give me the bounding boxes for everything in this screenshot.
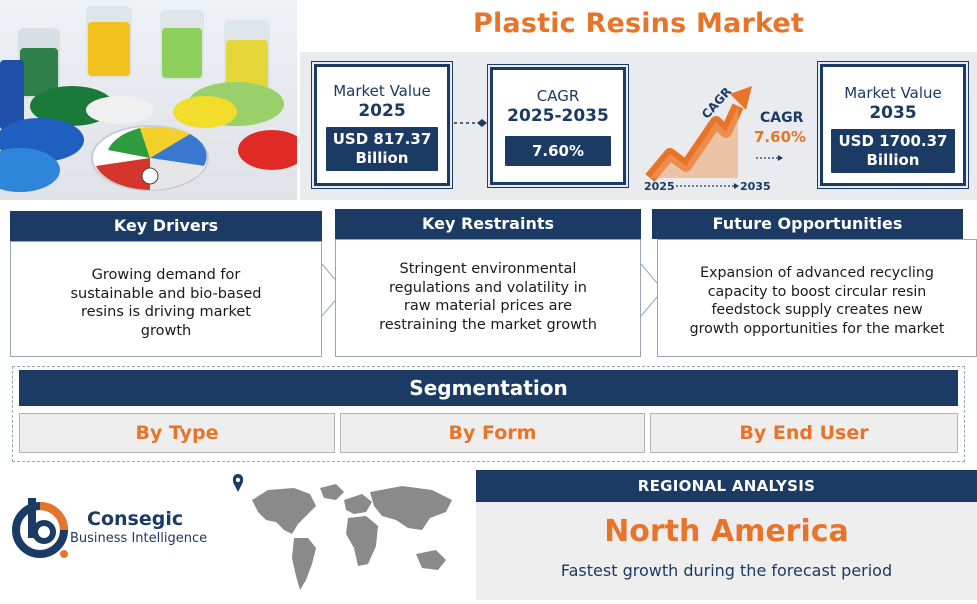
cagr-value: 7.60% [505,136,611,166]
dotted-connector [454,119,487,127]
key-restraints-line: restraining the market growth [379,316,597,333]
market-value-2035-value-line2: Billion [866,151,920,169]
key-restraints-box: Stringent environmental regulations and … [335,239,641,357]
cagr-card: CAGR 2025-2035 7.60% [487,64,629,188]
consegic-logo-icon [12,498,68,558]
region-subtitle: Fastest growth during the forecast perio… [560,561,893,580]
key-drivers-box: Growing demand for sustainable and bio-b… [10,241,322,357]
location-pin-icon [232,474,244,492]
cagr-label: CAGR [536,87,580,105]
market-value-2025-value-line2: Billion [355,149,409,167]
regional-analysis-heading: REGIONAL ANALYSIS [476,470,977,502]
world-map [232,472,464,600]
market-value-2035-card: Market Value 2035 USD 1700.37 Billion [817,61,969,189]
segment-by-end-user: By End User [650,413,958,453]
market-value-2035-year: 2035 [869,103,917,123]
segment-by-type: By Type [19,413,335,453]
cagr-graphic-label: CAGR [760,110,804,126]
market-value-2025-card: Market Value 2025 USD 817.37 Billion [311,61,453,189]
future-opportunities-line: feedstock supply creates new [711,302,923,318]
brand-name: Consegic [87,508,184,530]
page-title: Plastic Resins Market [472,8,805,39]
segment-by-form: By Form [340,413,645,453]
segmentation-heading: Segmentation [19,370,958,406]
future-opportunities-line: growth opportunities for the market [689,320,945,337]
brand-tagline: Business Intelligence [70,531,208,546]
regional-analysis-panel [476,502,977,600]
future-opportunities-line: capacity to boost circular resin [707,283,927,300]
resin-pellets-photo [0,0,297,200]
key-drivers-line: Growing demand for [91,267,241,283]
cagr-graphic-value: 7.60% [754,128,807,146]
resin-pellets-illustration [0,6,297,192]
market-value-2025-label: Market Value [333,82,431,100]
key-restraints-heading: Key Restraints [335,209,641,239]
key-restraints-text: Stringent environmental regulations and … [336,260,640,334]
future-opportunities-box: Expansion of advanced recycling capacity… [657,239,977,357]
market-value-2035-value-line1: USD 1700.37 [838,132,948,150]
future-opportunities-text: Expansion of advanced recycling capacity… [658,264,976,338]
key-drivers-line: resins is driving market [81,304,251,320]
key-drivers-text: Growing demand for sustainable and bio-b… [11,266,321,340]
key-restraints-line: Stringent environmental [399,261,577,277]
key-restraints-line: raw material prices are [403,298,573,314]
growth-arrow-icon [645,86,783,189]
market-value-2035-value: USD 1700.37 Billion [831,129,955,173]
world-map-icon [232,474,452,590]
market-value-2035-label: Market Value [844,84,942,102]
key-drivers-line: growth [140,322,192,339]
brand-logo [10,494,70,562]
segmentation-frame [12,366,965,462]
region-name: North America [604,514,849,549]
key-restraints-line: regulations and volatility in [389,279,587,296]
future-opportunities-line: Expansion of advanced recycling [700,265,934,281]
market-value-2025-value-line1: USD 817.37 [332,130,432,148]
cagr-period: 2025-2035 [507,106,609,126]
key-drivers-line: sustainable and bio-based [70,285,262,302]
market-value-2025-year: 2025 [358,101,406,121]
cagr-growth-graphic: CAGR CAGR 7.60% 2025 2035 [642,70,812,196]
key-drivers-heading: Key Drivers [10,211,322,241]
market-value-2025-value: USD 817.37 Billion [326,127,438,171]
future-opportunities-heading: Future Opportunities [652,209,963,239]
cagr-end-year: 2035 [740,180,771,193]
cagr-start-year: 2025 [644,180,675,193]
